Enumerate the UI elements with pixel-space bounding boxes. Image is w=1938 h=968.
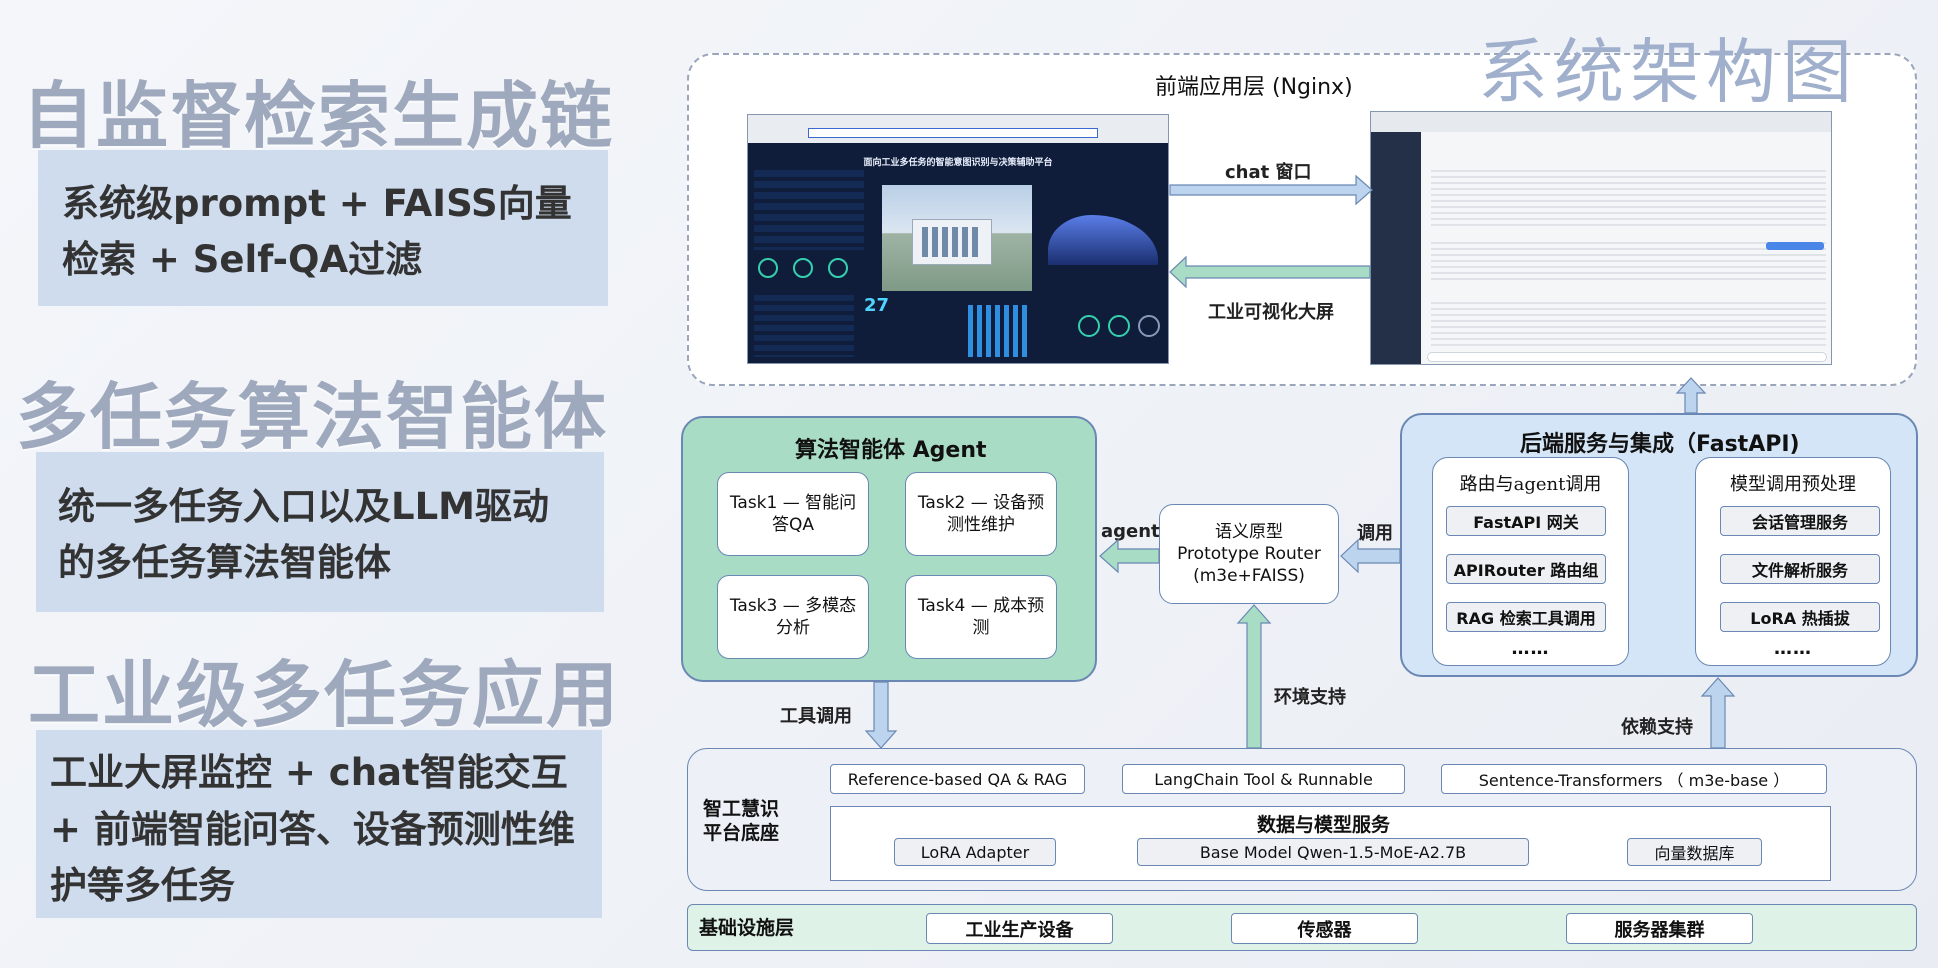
frontend-layer-title: 前端应用层 (Nginx) [1155, 75, 1353, 100]
lora-adapter: LoRA Adapter [894, 838, 1056, 866]
task-1: Task1 — 智能问答QA [717, 472, 869, 556]
apirouter-group: APIRouter 路由组 [1446, 554, 1606, 584]
env-support-label: 环境支持 [1274, 687, 1346, 708]
chat-message-2 [1431, 242, 1826, 284]
arrow-agent [1099, 538, 1160, 574]
feature-line-1-1: 系统级prompt + FAISS向量 [62, 182, 572, 225]
session-service: 会话管理服务 [1720, 506, 1880, 536]
arrow-tool-call [864, 681, 898, 749]
chat-message-1 [1431, 170, 1826, 230]
dashboard-label: 工业可视化大屏 [1208, 302, 1334, 323]
call-label: 调用 [1357, 523, 1393, 544]
feature-title-3: 工业级多任务应用 [28, 653, 621, 737]
prototype-router: 语义原型 Prototype Router (m3e+FAISS) [1159, 504, 1339, 604]
backend-panel-title: 后端服务与集成（FastAPI) [1520, 432, 1800, 457]
lora-hotswap: LoRA 热插拔 [1720, 602, 1880, 632]
feature-box-1 [38, 150, 608, 306]
feature-line-3-3: 护等多任务 [50, 864, 235, 907]
file-parse-service: 文件解析服务 [1720, 554, 1880, 584]
chat-user-bubble [1766, 242, 1824, 250]
backend-right-more: …… [1774, 638, 1812, 659]
area-chart [1048, 215, 1158, 265]
chat-input [1427, 352, 1827, 362]
chat-sidebar [1371, 132, 1421, 364]
big-number: 27 [864, 295, 890, 316]
dashboard-title: 面向工业多任务的智能意图识别与决策辅助平台 [863, 158, 1053, 168]
task-3: Task3 — 多模态分析 [717, 575, 869, 659]
chat-screenshot [1370, 111, 1832, 365]
chat-window-label: chat 窗口 [1225, 162, 1312, 183]
gauge-2 [793, 258, 813, 278]
agent-label: agent [1101, 521, 1160, 542]
backend-left-title: 路由与agent调用 [1459, 474, 1602, 495]
platform-rag: Reference-based QA & RAG [830, 764, 1085, 794]
feature-line-3-2: + 前端智能问答、设备预测性维 [50, 808, 575, 851]
backend-left-more: …… [1511, 638, 1550, 659]
rag-tool-call: RAG 检索工具调用 [1446, 602, 1606, 632]
arrow-dep-support [1700, 677, 1736, 749]
feature-title-1: 自监督检索生成链 [22, 74, 615, 158]
feature-line-2-2: 的多任务算法智能体 [58, 541, 391, 584]
dashboard-screenshot: 面向工业多任务的智能意图识别与决策辅助平台 27 [747, 114, 1169, 364]
feature-box-2 [36, 452, 604, 612]
router-line-3: (m3e+FAISS) [1193, 566, 1305, 586]
gauge-6 [1138, 315, 1160, 337]
infra-label: 基础设施层 [699, 917, 795, 939]
backend-right-subpanel: 模型调用预处理 会话管理服务 文件解析服务 LoRA 热插拔 …… [1695, 457, 1891, 666]
chat-message-3 [1431, 302, 1826, 348]
tool-call-label: 工具调用 [780, 706, 852, 727]
task-4: Task4 — 成本预测 [905, 575, 1057, 659]
infra-sensors: 传感器 [1231, 913, 1418, 944]
feature-line-2-1: 统一多任务入口以及LLM驱动 [58, 485, 549, 528]
fastapi-gateway: FastAPI 网关 [1446, 506, 1606, 536]
left-table [754, 170, 864, 250]
platform-langchain: LangChain Tool & Runnable [1122, 764, 1405, 794]
bottom-table [754, 295, 854, 357]
platform-sentence-transformers: Sentence-Transformers （ m3e-base ） [1441, 764, 1827, 794]
platform-label-1: 智工慧识 [703, 798, 780, 820]
gauge-5 [1108, 315, 1130, 337]
dep-support-label: 依赖支持 [1621, 717, 1693, 738]
address-field [808, 128, 1098, 138]
feature-line-1-2: 检索 + Self-QA过滤 [62, 238, 423, 281]
infra-servers: 服务器集群 [1566, 913, 1753, 944]
vector-db: 向量数据库 [1627, 838, 1762, 866]
base-model: Base Model Qwen-1.5-MoE-A2.7B [1137, 838, 1529, 866]
task-2: Task2 — 设备预测性维护 [905, 472, 1057, 556]
arrow-env-support [1236, 604, 1272, 749]
agent-panel-title: 算法智能体 Agent [795, 438, 987, 463]
diagram-title: 系统架构图 [1478, 31, 1858, 113]
feature-line-3-1: 工业大屏监控 + chat智能交互 [50, 751, 568, 794]
router-line-1: 语义原型 [1215, 522, 1283, 542]
gauge-1 [758, 258, 778, 278]
factory-image [882, 185, 1032, 291]
feature-box-3 [36, 730, 602, 918]
data-model-title: 数据与模型服务 [1257, 814, 1391, 836]
backend-right-title: 模型调用预处理 [1730, 474, 1856, 495]
bar-chart [968, 305, 1028, 357]
chat-browser-bar [1371, 112, 1831, 132]
feature-title-2: 多任务算法智能体 [16, 375, 609, 459]
platform-label-2: 平台底座 [703, 822, 780, 844]
gauge-4 [1078, 315, 1100, 337]
router-line-2: Prototype Router [1177, 544, 1321, 564]
gauge-3 [828, 258, 848, 278]
infra-devices: 工业生产设备 [926, 913, 1113, 944]
backend-left-subpanel: 路由与agent调用 FastAPI 网关 APIRouter 路由组 RAG … [1432, 457, 1629, 666]
